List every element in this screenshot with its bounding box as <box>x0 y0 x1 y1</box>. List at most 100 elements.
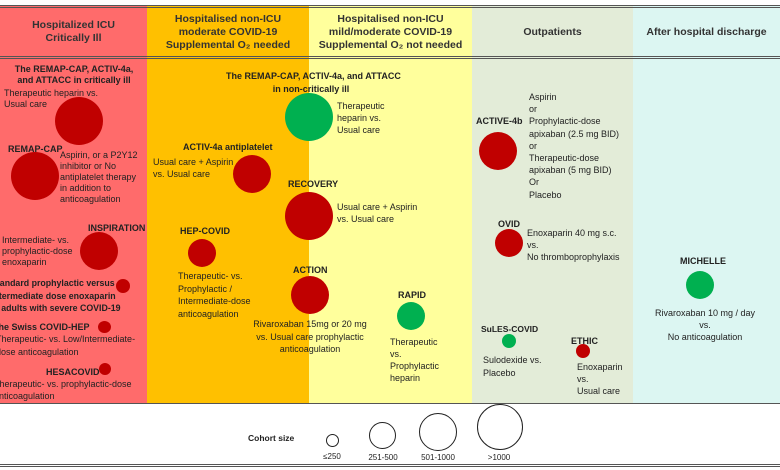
text-line: anticoagulation <box>178 308 239 319</box>
trial-circle-remap-critical <box>55 97 103 145</box>
trial-swiss-name: The Swiss COVID-HEP <box>0 322 90 332</box>
text-line: or <box>529 140 538 151</box>
text-line: Placebo <box>483 368 516 378</box>
text-line: Rivaroxaban 15mg or 20 mg <box>253 319 367 329</box>
legend-circle-large <box>419 413 457 451</box>
text-line: apixaban (5 mg BID) <box>529 165 612 176</box>
legend-label: ≤250 <box>323 452 341 461</box>
text-line: or <box>529 104 538 115</box>
legend-label: >1000 <box>487 453 511 462</box>
trial-circle-standard <box>116 279 130 293</box>
header-discharge: After hospital discharge <box>633 8 780 56</box>
column-discharge <box>633 6 780 404</box>
text-line: Usual care <box>337 125 381 135</box>
text-line: Prophylactic-dose <box>529 116 601 127</box>
text-line: vs. <box>577 374 589 384</box>
header-text: Hospitalized ICU <box>32 19 115 31</box>
text-line: dose anticoagulation <box>0 347 79 357</box>
text-line: Intermediate- vs. <box>2 235 70 245</box>
column-moderate <box>147 6 309 404</box>
trial-active4b-name: ACTIVE-4b <box>476 116 523 126</box>
legend-circle-xlarge <box>477 404 523 450</box>
trial-circle-sules <box>502 334 516 348</box>
text-line: Prophylactic / <box>178 283 233 294</box>
header-text: After hospital discharge <box>646 25 767 38</box>
text-line: Enoxaparin 40 mg s.c. <box>527 228 617 238</box>
text-line: in non-critically ill <box>272 84 350 94</box>
text-line: vs. <box>527 240 539 250</box>
text-line: vs. Usual care <box>337 214 395 224</box>
text-line: anticoagulation <box>279 344 341 354</box>
text-line: prophylactic-dose <box>2 246 73 256</box>
text-line: Usual care <box>577 386 621 396</box>
trial-rapid-name: RAPID <box>398 290 427 300</box>
trial-circle-hepcovid <box>188 239 216 267</box>
text-line: heparin <box>390 373 421 383</box>
text-line: Therapeutic <box>390 337 438 347</box>
header-text: Critically Ill <box>45 32 102 44</box>
trial-sules-desc: Sulodexide vs. Placebo <box>483 354 542 380</box>
header-rule <box>0 56 780 59</box>
trial-circle-action <box>291 276 329 314</box>
trial-remap-noncritical-desc: Therapeutic heparin vs. Usual care <box>337 100 385 136</box>
trial-circle-remap-noncritical <box>285 93 333 141</box>
trial-ethic-name: ETHIC <box>571 336 598 346</box>
text-line: anticoagulation <box>60 194 121 204</box>
trial-swiss-desc: Therapeutic- vs. Low/Intermediate-dose a… <box>0 334 135 358</box>
top-rule <box>0 5 780 8</box>
header-text: moderate COVID-19 <box>178 25 278 38</box>
text-line: Usual care + Aspirin <box>153 157 234 167</box>
text-line: Sulodexide vs. <box>483 355 542 365</box>
header-text: Outpatients <box>523 25 582 38</box>
text-line: Therapeutic <box>337 101 385 111</box>
trial-circle-hesacovid <box>99 363 111 375</box>
trial-hepcovid-name: HEP-COVID <box>180 226 231 236</box>
text-line: Or <box>529 177 539 188</box>
trial-circle-activ4a <box>233 155 271 193</box>
text-line: antiplatelet therapy <box>60 172 137 182</box>
text-line: No thromboprophylaxis <box>527 252 620 262</box>
column-outpatients <box>472 6 633 404</box>
trial-recovery-name: RECOVERY <box>288 179 339 189</box>
legend-label: 251-500 <box>368 453 398 462</box>
legend-title: Cohort size <box>248 433 295 443</box>
text-line: Rivaroxaban 10 mg / day <box>654 308 756 318</box>
body-rule <box>0 403 780 404</box>
header-text: Supplemental O₂ not needed <box>318 38 463 51</box>
trial-circle-rapid <box>397 302 425 330</box>
text-line: in addition to <box>60 183 112 193</box>
legend-label: 501-1000 <box>421 453 455 462</box>
text-line: Prophylactic <box>390 361 440 371</box>
text-line: The REMAP-CAP, ACTIV-4a, <box>14 64 134 74</box>
header-text: Hospitalised non-ICU <box>337 12 444 25</box>
text-line: apixaban (2.5 mg BID) <box>529 128 620 139</box>
header-outpatients: Outpatients <box>472 8 633 56</box>
text-line: No anticoagulation <box>667 332 743 342</box>
text-line: Intermediate-dose <box>178 296 251 306</box>
trial-circle-swiss <box>98 321 111 333</box>
text-line: Aspirin <box>529 92 557 102</box>
text-line: Therapeutic-dose <box>529 153 600 164</box>
text-line: in adults with severe COVID-19 <box>0 303 121 313</box>
text-line: intermediate dose enoxaparin <box>0 291 116 301</box>
trial-remap-cap-name: REMAP-CAP <box>8 144 63 154</box>
text-line: heparin vs. <box>337 113 382 123</box>
text-line: vs. <box>390 349 402 359</box>
text-line: Usual care <box>4 99 48 109</box>
trial-circle-recovery <box>285 192 333 240</box>
trial-inspiration-name: INSPIRATION <box>88 223 146 233</box>
text-line: The REMAP-CAP, ACTIV-4a, and ATTACC <box>226 71 401 81</box>
text-line: Therapeutic- vs. prophylactic-dose <box>0 379 132 389</box>
legend-circle-medium <box>369 422 396 449</box>
text-line: Aspirin, or a P2Y12 <box>60 150 138 160</box>
trial-hesacovid-name: HESACOVID <box>46 367 100 377</box>
